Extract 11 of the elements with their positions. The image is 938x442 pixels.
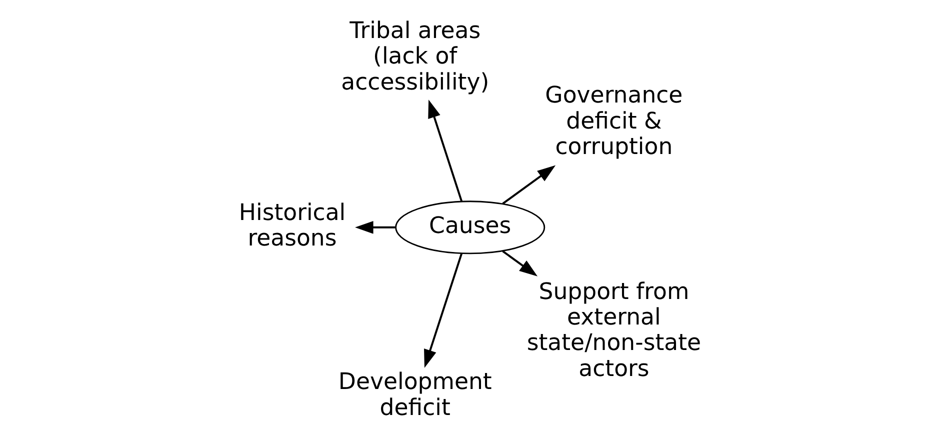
node-text: Tribal areas (lack of accessibility): [340, 18, 489, 96]
node-text: Development deficit: [338, 369, 492, 421]
node-text: Historical reasons: [238, 200, 346, 252]
arrow: [354, 221, 395, 234]
node-ellipse: Causes: [394, 200, 545, 254]
node-text: Governance deficit & corruption: [544, 82, 682, 160]
arrow: [502, 250, 538, 276]
arrow: [424, 253, 462, 368]
arrow: [502, 165, 556, 204]
node-text: Support from external state/non-state actors: [526, 278, 701, 382]
arrow: [428, 100, 462, 202]
